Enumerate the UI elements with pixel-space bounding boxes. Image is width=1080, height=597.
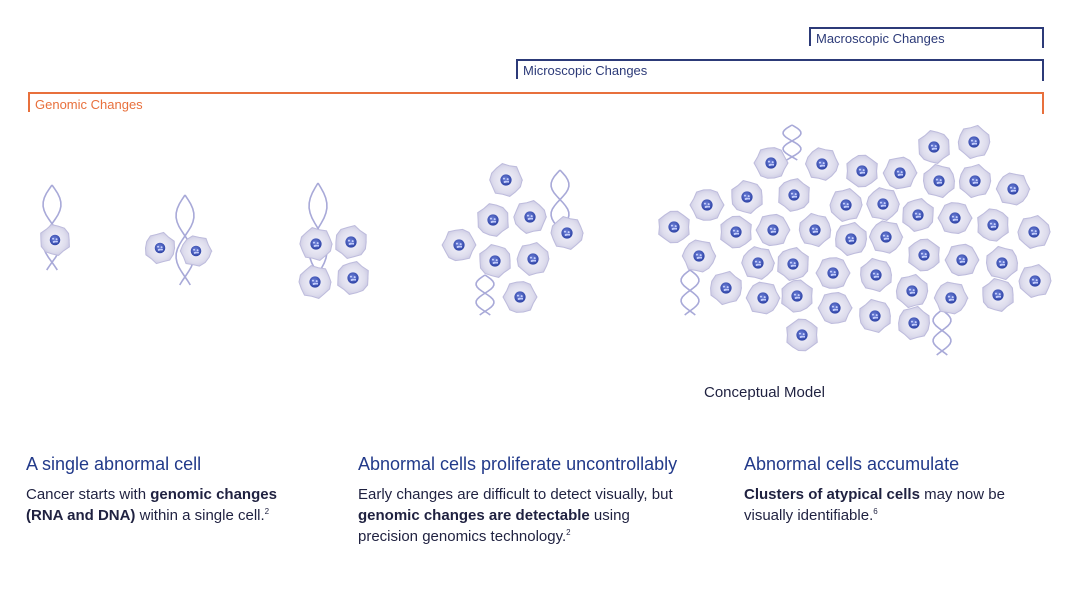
abnormal-cell [299,227,333,262]
abnormal-cell [866,187,901,221]
microscopic-changes-bracket: Microscopic Changes [516,59,1044,81]
abnormal-cell [753,147,789,179]
abnormal-cell [745,281,781,315]
abnormal-cell [933,281,969,315]
dna-strand [782,124,802,161]
macroscopic-changes-bracket: Macroscopic Changes [809,27,1044,48]
abnormal-cell [846,154,878,188]
abnormal-cell [815,257,851,289]
abnormal-cell [720,215,752,249]
abnormal-cell [958,163,992,199]
citation-superscript: 2 [264,507,270,516]
dna-strand [475,274,495,316]
emphasis-text: Clusters of atypical cells [744,486,920,503]
abnormal-cell [298,264,332,300]
emphasis-text: genomic changes are detectable [358,507,590,524]
stage-proliferation: Abnormal cells proliferate uncontrollabl… [358,452,678,547]
citation-superscript: 2 [566,528,571,537]
abnormal-cell [922,163,956,199]
abnormal-cell [550,215,584,251]
abnormal-cell [859,298,891,334]
abnormal-cell [479,244,511,278]
cell-illustration [40,124,1052,356]
abnormal-cell [957,124,991,160]
abnormal-cell [144,231,176,265]
conceptual-model-label: Conceptual Model [704,384,825,401]
abnormal-cell [937,202,973,235]
abnormal-cell [658,210,690,244]
abnormal-cell [835,221,868,257]
abnormal-cell [918,130,950,164]
abnormal-cell [868,220,904,254]
abnormal-cell [1017,214,1051,249]
citation-superscript: 6 [873,507,878,516]
abnormal-cell [977,208,1009,242]
dna-strand [932,309,952,356]
stage-title: Abnormal cells accumulate [744,454,960,474]
abnormal-cell [882,156,918,190]
abnormal-cell [860,257,893,293]
abnormal-cell [898,305,931,341]
body-text: Cancer starts with [26,486,151,503]
abnormal-cell [804,147,840,181]
abnormal-cell [40,223,70,256]
abnormal-cell [829,187,863,223]
body-text: Early changes are difficult to detect vi… [358,486,673,503]
genomic-changes-label: Genomic Changes [35,97,143,112]
abnormal-cell [477,203,509,237]
abnormal-cell [755,213,791,247]
abnormal-cell [513,200,548,234]
genomic-changes-bracket: Genomic Changes [28,92,1044,114]
abnormal-cell [502,281,538,313]
stage-accumulation: Abnormal cells accumulate Clusters of at… [744,452,1044,526]
abnormal-cell [489,163,524,197]
abnormal-cell [741,246,776,280]
stage-single-cell: A single abnormal cell Cancer starts wit… [26,452,316,526]
abnormal-cell [1018,263,1052,299]
stage-title: Abnormal cells proliferate uncontrollabl… [358,454,678,474]
dna-strand [680,269,700,316]
abnormal-cell [902,198,934,232]
abnormal-cell [337,261,369,295]
abnormal-cell [441,228,477,262]
abnormal-cell [681,239,717,273]
abnormal-cell [817,291,853,325]
abnormal-cell [335,224,367,260]
stage-description: Early changes are difficult to detect vi… [358,484,678,547]
microscopic-changes-label: Microscopic Changes [523,63,648,78]
abnormal-cell [908,238,940,272]
abnormal-cell [710,270,743,306]
abnormal-cell [895,273,929,309]
abnormal-cell [731,179,763,215]
abnormal-cell [944,243,980,277]
stage-title: A single abnormal cell [26,454,202,474]
abnormal-cell [798,212,832,248]
stage-description: Clusters of atypical cells may now be vi… [744,484,1044,526]
stage-description: Cancer starts with genomic changes (RNA … [26,484,316,526]
abnormal-cell [516,241,550,277]
abnormal-cell [777,247,809,281]
body-text: within a single cell. [135,507,265,524]
cell-group [40,124,1052,352]
macroscopic-changes-label: Macroscopic Changes [816,31,945,46]
abnormal-cell [179,235,213,267]
abnormal-cell [995,172,1031,206]
emphasis-text: genomic changes (RNA and DNA) [26,486,277,524]
abnormal-cell [781,279,813,313]
abnormal-cell [689,189,725,221]
abnormal-cell [982,277,1014,312]
abnormal-cell [786,318,818,352]
abnormal-cell [985,245,1019,281]
body-text: using precision genomics technology. [358,507,630,545]
abnormal-cell [778,178,810,212]
body-text: may now be visually identifiable. [744,486,1005,524]
